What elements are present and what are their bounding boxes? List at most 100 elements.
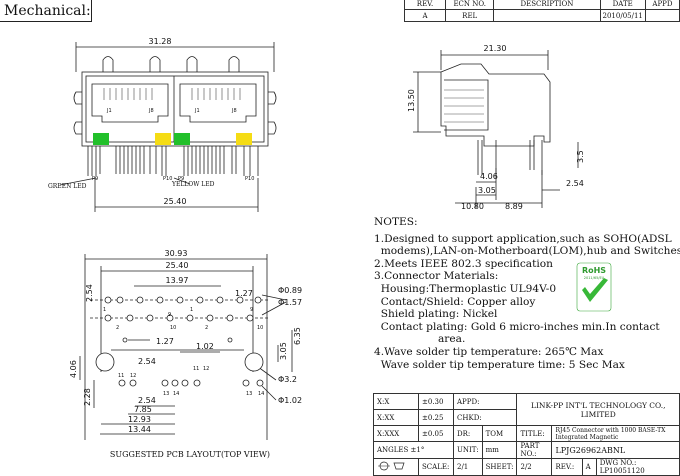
title-row-5: SCALE: 2/1 SHEET: 2/2 REV.: A DWG NO.: L…	[373, 458, 680, 476]
pcb-pin-number: 13	[163, 391, 169, 397]
pcb-pin-number: 12	[130, 373, 136, 379]
pcb-dim-text-1-02: 1.02	[196, 342, 214, 351]
pcb-dim-text-6-35: 6.35	[293, 327, 302, 345]
pcb-holes	[95, 296, 264, 387]
pcb-pad	[236, 296, 244, 304]
pcb-pin-number: 2	[205, 325, 208, 331]
pcb-phi157-leader	[261, 301, 287, 316]
pcb-pad	[216, 296, 224, 304]
pcb-pin-number: 9	[250, 307, 253, 313]
chkd-label: CHKD:	[452, 409, 518, 426]
pcb-pin-number: 1	[103, 307, 106, 313]
pin-label-p9-right: P9	[178, 176, 184, 182]
pcb-dim-text-phi32: Φ3.2	[278, 375, 297, 384]
peg-left-top	[73, 91, 82, 105]
pcb-shield-hole	[242, 379, 250, 387]
pcb-dim-text-13-44: 13.44	[128, 425, 151, 434]
pcb-dim-text-2-54-bot: 2.54	[138, 396, 156, 405]
port-label-j8-right: J8	[231, 108, 237, 114]
pcb-pin-number: 1	[190, 307, 193, 313]
pcb-dim-text-13-97: 13.97	[166, 276, 189, 285]
rev-value: A	[581, 458, 597, 476]
note-line: Contact/Shield: Copper alloy	[374, 295, 536, 308]
side-port-front	[444, 79, 489, 131]
pcb-dim-text-2-54-left: 2.54	[85, 284, 94, 302]
pcb-pad	[104, 314, 112, 322]
note-line: Wave solder tip temperature time: 5 Sec …	[374, 358, 625, 371]
pcb-pin-number: 11	[118, 373, 124, 379]
note-line: 4.Wave solder tip temperature: 265℃ Max	[374, 345, 604, 358]
note-line: Shield plating: Nickel	[374, 308, 498, 321]
part-label: PART NO.:	[516, 441, 553, 459]
pin-label-p10-right: P10	[245, 176, 254, 182]
sheet-label: SHEET:	[481, 458, 518, 476]
pcb-dim-text-4-06: 4.06	[69, 360, 78, 378]
front-post-4	[228, 56, 240, 72]
pcb-pin-number: 2	[116, 325, 119, 331]
title-row-4: ANGLES ±1° UNIT: mm PART NO.: LPJG26962A…	[373, 441, 680, 459]
pcb-phi102-leader	[261, 385, 277, 401]
pcb-pad	[104, 296, 112, 304]
front-housing-inner	[85, 75, 265, 143]
pin-label-p9-left: P9	[92, 176, 98, 182]
pcb-dim-text-12-93: 12.93	[128, 415, 151, 424]
port-label-j8-left: J8	[148, 108, 154, 114]
note-line: Housing:Thermoplastic UL94V-0	[374, 282, 557, 295]
pcb-dim-text-2-28: 2.28	[83, 388, 92, 406]
peg-right-bottom	[268, 121, 277, 135]
side-pin-a	[477, 140, 483, 175]
tol-xxx-value: ±0.05	[418, 425, 454, 442]
pcb-pin-number: 14	[173, 391, 179, 397]
front-post-3	[186, 56, 198, 72]
pcb-small-hole	[227, 337, 233, 343]
appd-cell	[644, 9, 680, 22]
pcb-pin-numbers: 1 2 9 10 1 2 9 10 11 12 13 14 13 14 11 1…	[103, 307, 264, 397]
tol-xxx-label: X:XXX	[373, 425, 419, 442]
side-latch-lines	[444, 89, 484, 123]
title-label: TITLE:	[516, 425, 553, 442]
pcb-pad	[116, 296, 124, 304]
pcb-dim-text-phi157: Φ1.57	[278, 298, 302, 307]
rohs-logo: RoHS 2011/65/EU	[576, 262, 612, 312]
pcb-pad	[166, 314, 174, 322]
pcb-mount-hole-right	[244, 352, 264, 372]
pcb-dim-text-phi089: Φ0.89	[278, 286, 302, 295]
yellow-led-left	[155, 133, 171, 145]
pcb-pad	[126, 314, 134, 322]
port-label-j1-right: J1	[194, 108, 200, 114]
rohs-text: RoHS	[582, 266, 606, 275]
sheet-value: 2/2	[516, 458, 553, 476]
pcb-pad	[146, 314, 154, 322]
notes-title: NOTES:	[374, 216, 418, 228]
pcb-pad	[196, 296, 204, 304]
tol-xx-label: X:XX	[373, 409, 419, 426]
side-pin-len-text: 3.5	[576, 150, 585, 163]
pcb-pin-number: 12	[203, 366, 209, 372]
dwg-cell: DWG NO.: LP10051120	[595, 458, 680, 476]
side-d5-text: 8.89	[505, 202, 523, 211]
rohs-sub-text: 2011/65/EU	[584, 276, 605, 280]
pcb-phi089-leader	[261, 294, 287, 301]
ecn-cell: REL	[445, 9, 495, 22]
pcb-shield-hole	[193, 379, 201, 387]
front-top-dim-text: 31.28	[149, 37, 172, 46]
pcb-pin-number: 10	[257, 325, 263, 331]
unit-value: mm	[481, 441, 518, 459]
green-led-left	[93, 133, 109, 145]
revision-row: A REL 2010/05/11	[403, 9, 680, 22]
side-d3-text: 2.54	[566, 179, 584, 188]
side-d4-text: 10.80	[461, 202, 484, 211]
pcb-dim-text-1-27-right: 1.27	[235, 289, 253, 298]
pcb-pad	[156, 296, 164, 304]
rj45-port-right	[179, 83, 257, 123]
dr-label: DR:	[453, 425, 483, 442]
pcb-shield-hole	[256, 379, 264, 387]
pcb-shield-hole	[129, 379, 137, 387]
pcb-pad	[136, 296, 144, 304]
front-view	[59, 42, 277, 212]
dwg-label: DWG NO.:	[599, 459, 637, 467]
note-line: Contact plating: Gold 6 micro-inches min…	[374, 320, 660, 333]
pcb-layout-title: SUGGESTED PCB LAYOUT(TOP VIEW)	[110, 450, 270, 459]
front-post-1	[102, 56, 114, 72]
